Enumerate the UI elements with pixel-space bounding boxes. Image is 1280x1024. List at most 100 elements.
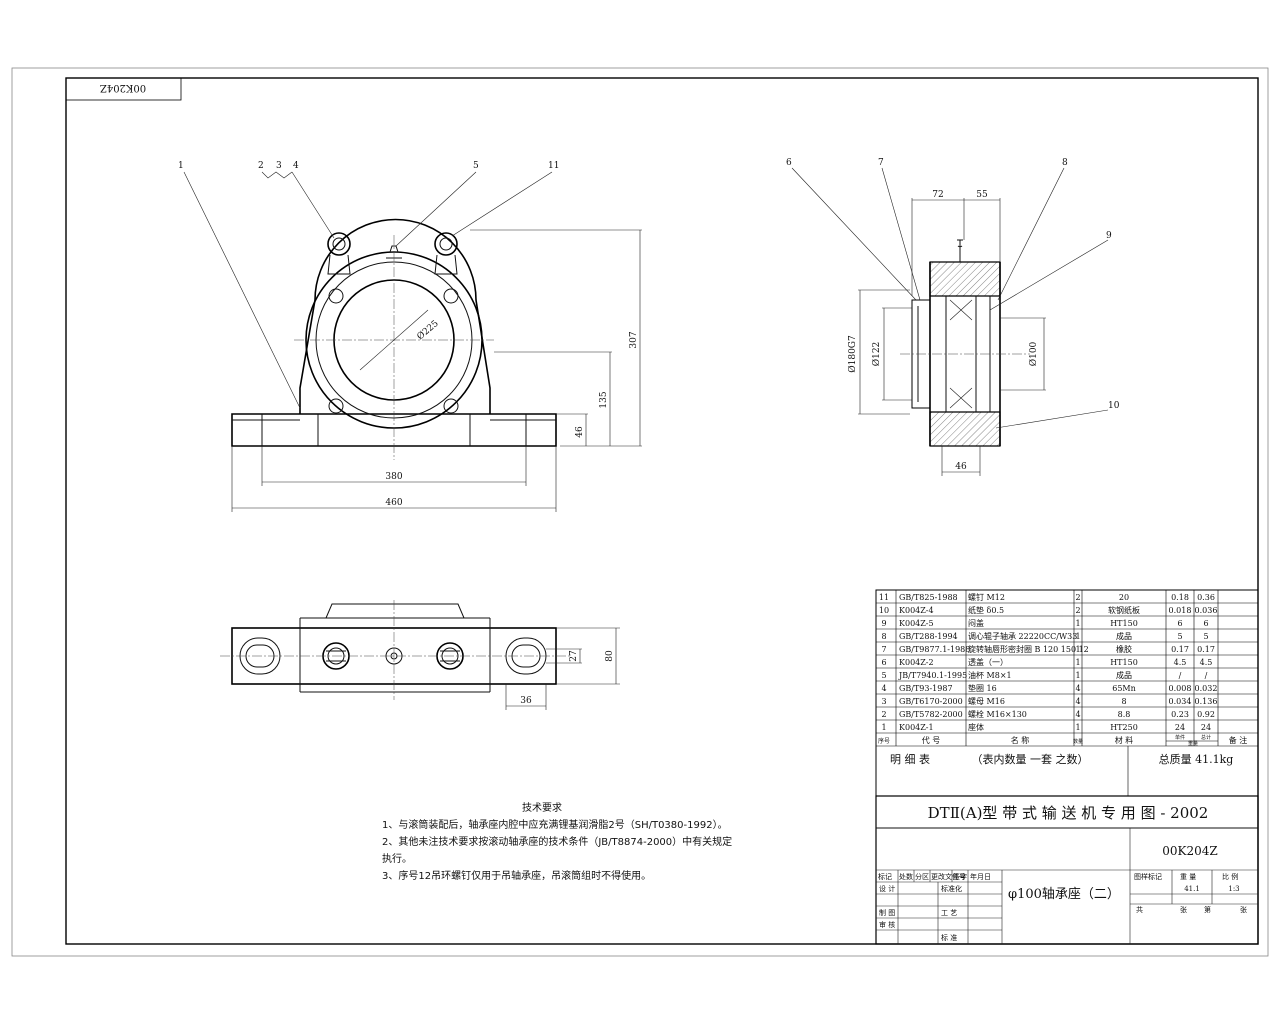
scale-value: 1:3 — [1228, 885, 1239, 893]
bom-cell-no: 2 — [881, 710, 886, 719]
role-0: 设 计 — [879, 884, 895, 893]
bom-cell-qty: 4 — [1075, 697, 1080, 706]
bom-header-qty: 数量 — [1073, 738, 1083, 745]
rev-h-3: 更改文件号 — [931, 872, 966, 881]
bom-cell-qty: 1 — [1075, 632, 1080, 641]
title-part-name: φ100轴承座（二） — [1008, 887, 1120, 902]
bom-footer-label: 明 细 表 — [890, 752, 930, 766]
bom-header-name: 名 称 — [1011, 735, 1030, 745]
bom-cell-qty: 1 — [1075, 671, 1080, 680]
bom-cell-code: K004Z-2 — [899, 658, 934, 667]
dim-top-27: 27 — [569, 650, 579, 662]
balloon-11: 11 — [548, 161, 559, 171]
scale-label: 比 例 — [1222, 872, 1238, 881]
balloon-3: 3 — [276, 161, 282, 171]
rev-h-2: 分区 — [915, 872, 929, 881]
bom-cell-qty: 2 — [1075, 606, 1080, 615]
rev-h-4: 签字 — [953, 872, 967, 881]
bom-cell-name: 旋转轴唇形密封圈 B 120 150 12 — [968, 644, 1089, 654]
bom-cell-code: GB/T288-1994 — [899, 632, 958, 641]
bom-cell-no: 11 — [879, 593, 889, 602]
front-view: Ø225 307 135 46 380 460 — [183, 171, 642, 512]
bom-cell-unit-weight: 0.23 — [1171, 710, 1189, 719]
balloon-1: 1 — [178, 161, 184, 171]
bom-cell-name: 垫圈 16 — [968, 683, 997, 693]
bom-cell-material: 8 — [1121, 697, 1126, 706]
bom-cell-total-weight: 24 — [1201, 723, 1211, 732]
top-view: 80 27 36 — [220, 600, 620, 710]
bom-cell-material: 8.8 — [1118, 710, 1131, 719]
bom-cell-qty: 4 — [1075, 710, 1080, 719]
bom-cell-total-weight: 0.136 — [1195, 697, 1218, 706]
dim-side-d122: Ø122 — [871, 342, 882, 367]
balloon-4: 4 — [293, 161, 299, 171]
bom-cell-material: 成品 — [1116, 670, 1132, 680]
bom-cell-material: HT150 — [1110, 619, 1138, 628]
bom-cell-total-weight: 0.036 — [1195, 606, 1218, 615]
tech-req-title: 技术要求 — [522, 803, 562, 814]
bom-cell-name: 透盖（一） — [968, 657, 1008, 667]
dim-side-46: 46 — [955, 462, 967, 472]
title-series: DTⅡ(A)型 带 式 输 送 机 专 用 图 - 2002 — [928, 804, 1209, 822]
dim-top-36: 36 — [520, 696, 532, 706]
sheet-no: 第 — [1204, 905, 1211, 914]
sheet-unit: 张 — [1240, 905, 1247, 914]
weight-label: 重 量 — [1180, 873, 1196, 881]
bom-cell-name: 纸垫 δ0.5 — [968, 605, 1004, 615]
bom-cell-material: 20 — [1119, 593, 1129, 602]
bom-cell-material: 65Mn — [1112, 684, 1136, 693]
bom-header-total: 总计 — [1201, 734, 1211, 741]
tech-req-line: 执行。 — [382, 854, 412, 865]
dim-front-135: 135 — [599, 391, 609, 408]
bom-cell-code: K004Z-1 — [899, 723, 934, 732]
dim-side-55: 55 — [976, 190, 988, 200]
bom-cell-no: 10 — [879, 606, 889, 615]
bom-cell-name: 油杯 M8×1 — [968, 670, 1012, 680]
bom-cell-qty: 4 — [1075, 684, 1080, 693]
bom-cell-no: 4 — [881, 684, 886, 693]
bom-cell-unit-weight: 0.18 — [1171, 593, 1189, 602]
bom-cell-name: 座体 — [968, 722, 984, 732]
bom-cell-no: 5 — [881, 671, 886, 680]
bom-cell-name: 调心辊子轴承 22220CC/W33 — [968, 631, 1077, 641]
bom-cell-name: 螺钉 M12 — [968, 592, 1005, 602]
dim-front-307: 307 — [629, 331, 639, 348]
bom-header-no: 序号 — [878, 737, 890, 745]
bom-cell-total-weight: 0.36 — [1197, 593, 1215, 602]
bom-header-code: 代 号 — [922, 735, 941, 745]
bom-cell-unit-weight: / — [1179, 671, 1182, 680]
bom-cell-code: K004Z-5 — [899, 619, 934, 628]
balloon-8: 8 — [1062, 158, 1068, 168]
bom-cell-material: 成品 — [1116, 631, 1132, 641]
tech-req-line: 1、与滚筒装配后，轴承座内腔中应充满锂基润滑脂2号（SH/T0380-1992）… — [382, 820, 728, 831]
role2-1: 工 艺 — [941, 909, 957, 917]
dim-side-72: 72 — [932, 190, 943, 200]
bom-cell-total-weight: 0.92 — [1197, 710, 1215, 719]
dim-side-d100: Ø100 — [1028, 341, 1039, 366]
weight-value: 41.1 — [1184, 885, 1200, 893]
rev-h-0: 标记 — [878, 872, 892, 881]
corner-code-box — [65, 77, 182, 101]
bom-cell-unit-weight: 0.17 — [1171, 645, 1189, 654]
tech-req-line: 2、其他未注技术要求按滚动轴承座的技术条件（JB/T8874-2000）中有关规… — [382, 837, 733, 848]
balloon-5: 5 — [473, 161, 479, 171]
bom-cell-material: 橡胶 — [1116, 644, 1132, 654]
bom-cell-qty: 1 — [1075, 723, 1080, 732]
sheets-unit: 张 — [1180, 905, 1187, 914]
bom-cell-qty: 1 — [1075, 645, 1080, 654]
dim-top-80: 80 — [605, 650, 615, 662]
inner-border — [65, 77, 1259, 945]
bom-cell-total-weight: 4.5 — [1200, 658, 1213, 667]
bom-header-weight: 重量 — [1188, 740, 1198, 747]
dim-front-460: 460 — [385, 498, 402, 508]
bom-cell-code: GB/T6170-2000 — [899, 697, 963, 706]
bom-cell-unit-weight: 0.018 — [1169, 606, 1192, 615]
bom-cell-code: GB/T9877.1-1988 — [899, 645, 970, 654]
bom-cell-material: 软钢纸板 — [1108, 605, 1140, 615]
bom-cell-unit-weight: 5 — [1177, 632, 1182, 641]
bom-cell-code: GB/T5782-2000 — [899, 710, 963, 719]
bom-cell-material: HT150 — [1110, 658, 1138, 667]
outer-border — [11, 67, 1269, 957]
bom-cell-no: 8 — [881, 632, 886, 641]
